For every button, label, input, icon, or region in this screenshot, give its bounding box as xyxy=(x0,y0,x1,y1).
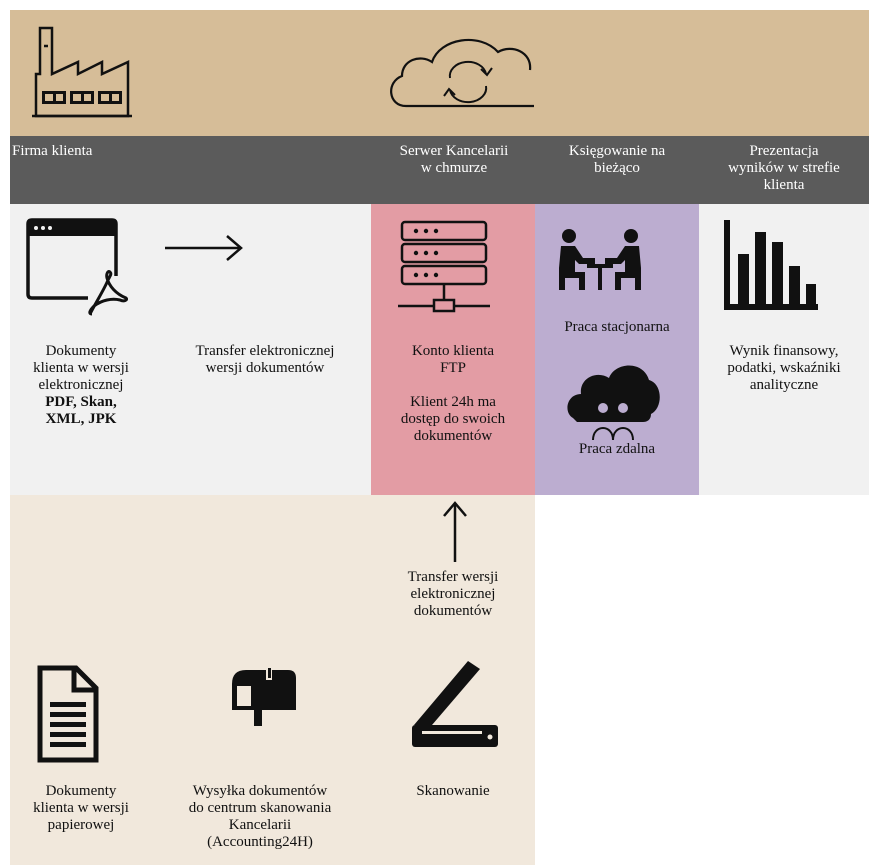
header-prez-line: Prezentacja xyxy=(749,143,819,159)
text-line: Transfer wersji xyxy=(407,569,499,585)
header-prez-line: wyników w strefie xyxy=(728,160,840,176)
text-line: Kancelarii xyxy=(228,817,292,833)
text-line: Dokumenty xyxy=(45,783,117,799)
shipping-label: Wysyłka dokumentów do centrum skanowania… xyxy=(160,783,360,851)
stationary-work-label: Praca stacjonarna xyxy=(564,319,670,335)
scanning-label: Skanowanie xyxy=(416,783,490,799)
text-line: elektronicznej xyxy=(38,377,124,393)
header-firma: Firma klienta xyxy=(12,143,93,159)
result-label: Wynik finansowy, podatki, wskaźniki anal… xyxy=(699,343,869,394)
text-line: Dokumenty xyxy=(45,343,117,359)
text-line: PDF, Skan, xyxy=(45,394,117,410)
text-line: Klient 24h ma xyxy=(410,394,496,410)
meeting-icon xyxy=(555,228,645,292)
text-line: podatki, wskaźniki xyxy=(727,360,841,376)
electronic-docs-label: Dokumenty klienta w wersji elektroniczne… xyxy=(12,343,150,428)
factory-icon xyxy=(30,22,134,120)
cloud-sync-icon xyxy=(382,30,542,112)
text-line: klienta w wersji xyxy=(33,800,129,816)
header-serwer-line: w chmurze xyxy=(420,160,488,176)
text-line: do centrum skanowania xyxy=(188,800,332,816)
transfer-up-label: Transfer wersji elektronicznej dokumentó… xyxy=(371,569,535,620)
ftp-column xyxy=(371,204,535,495)
ftp-label: Konto klienta FTP Klient 24h ma dostęp d… xyxy=(371,343,535,445)
paper-docs-label: Dokumenty klienta w wersji papierowej xyxy=(12,783,150,834)
top-band xyxy=(10,10,869,136)
text-line: (Accounting24H) xyxy=(207,834,313,850)
header-ksiegowanie: Księgowanie na bieżąco xyxy=(535,143,699,177)
text-line: Transfer elektronicznej xyxy=(195,343,335,359)
text-line: klienta w wersji xyxy=(33,360,129,376)
bar-chart-icon xyxy=(724,220,820,312)
text-line: dostęp do swoich xyxy=(400,411,506,427)
mailbox-icon xyxy=(226,668,298,728)
header-prezentacja: Prezentacja wyników w strefie klienta xyxy=(699,143,869,194)
document-icon xyxy=(36,664,100,764)
text-line: Konto klienta xyxy=(411,343,495,359)
text-line: analityczne xyxy=(749,377,819,393)
text-line: XML, JPK xyxy=(45,411,117,427)
text-line: elektronicznej xyxy=(410,586,496,602)
text-line: FTP xyxy=(440,360,466,376)
text-line: Wynik finansowy, xyxy=(729,343,839,359)
text-line: papierowej xyxy=(47,817,115,833)
right-arrow-icon xyxy=(163,234,245,262)
text-line: Wysyłka dokumentów xyxy=(192,783,328,799)
transfer-label: Transfer elektronicznej wersji dokumentó… xyxy=(160,343,370,377)
scanner-icon xyxy=(410,655,502,751)
text-line: wersji dokumentów xyxy=(205,360,325,376)
remote-work-label: Praca zdalna xyxy=(578,441,656,457)
header-serwer-line: Serwer Kancelarii xyxy=(399,143,509,159)
header-ksieg-line: bieżąco xyxy=(594,160,640,176)
cloud-people-icon xyxy=(565,360,663,442)
server-icon xyxy=(396,218,492,320)
header-band xyxy=(10,136,869,204)
header-ksieg-line: Księgowanie na xyxy=(568,143,666,159)
header-prez-line: klienta xyxy=(763,177,805,193)
text-line: dokumentów xyxy=(413,603,493,619)
header-serwer: Serwer Kancelarii w chmurze xyxy=(372,143,536,177)
up-arrow-icon xyxy=(442,500,468,564)
pdf-window-icon xyxy=(26,218,128,318)
text-line: dokumentów xyxy=(413,428,493,444)
